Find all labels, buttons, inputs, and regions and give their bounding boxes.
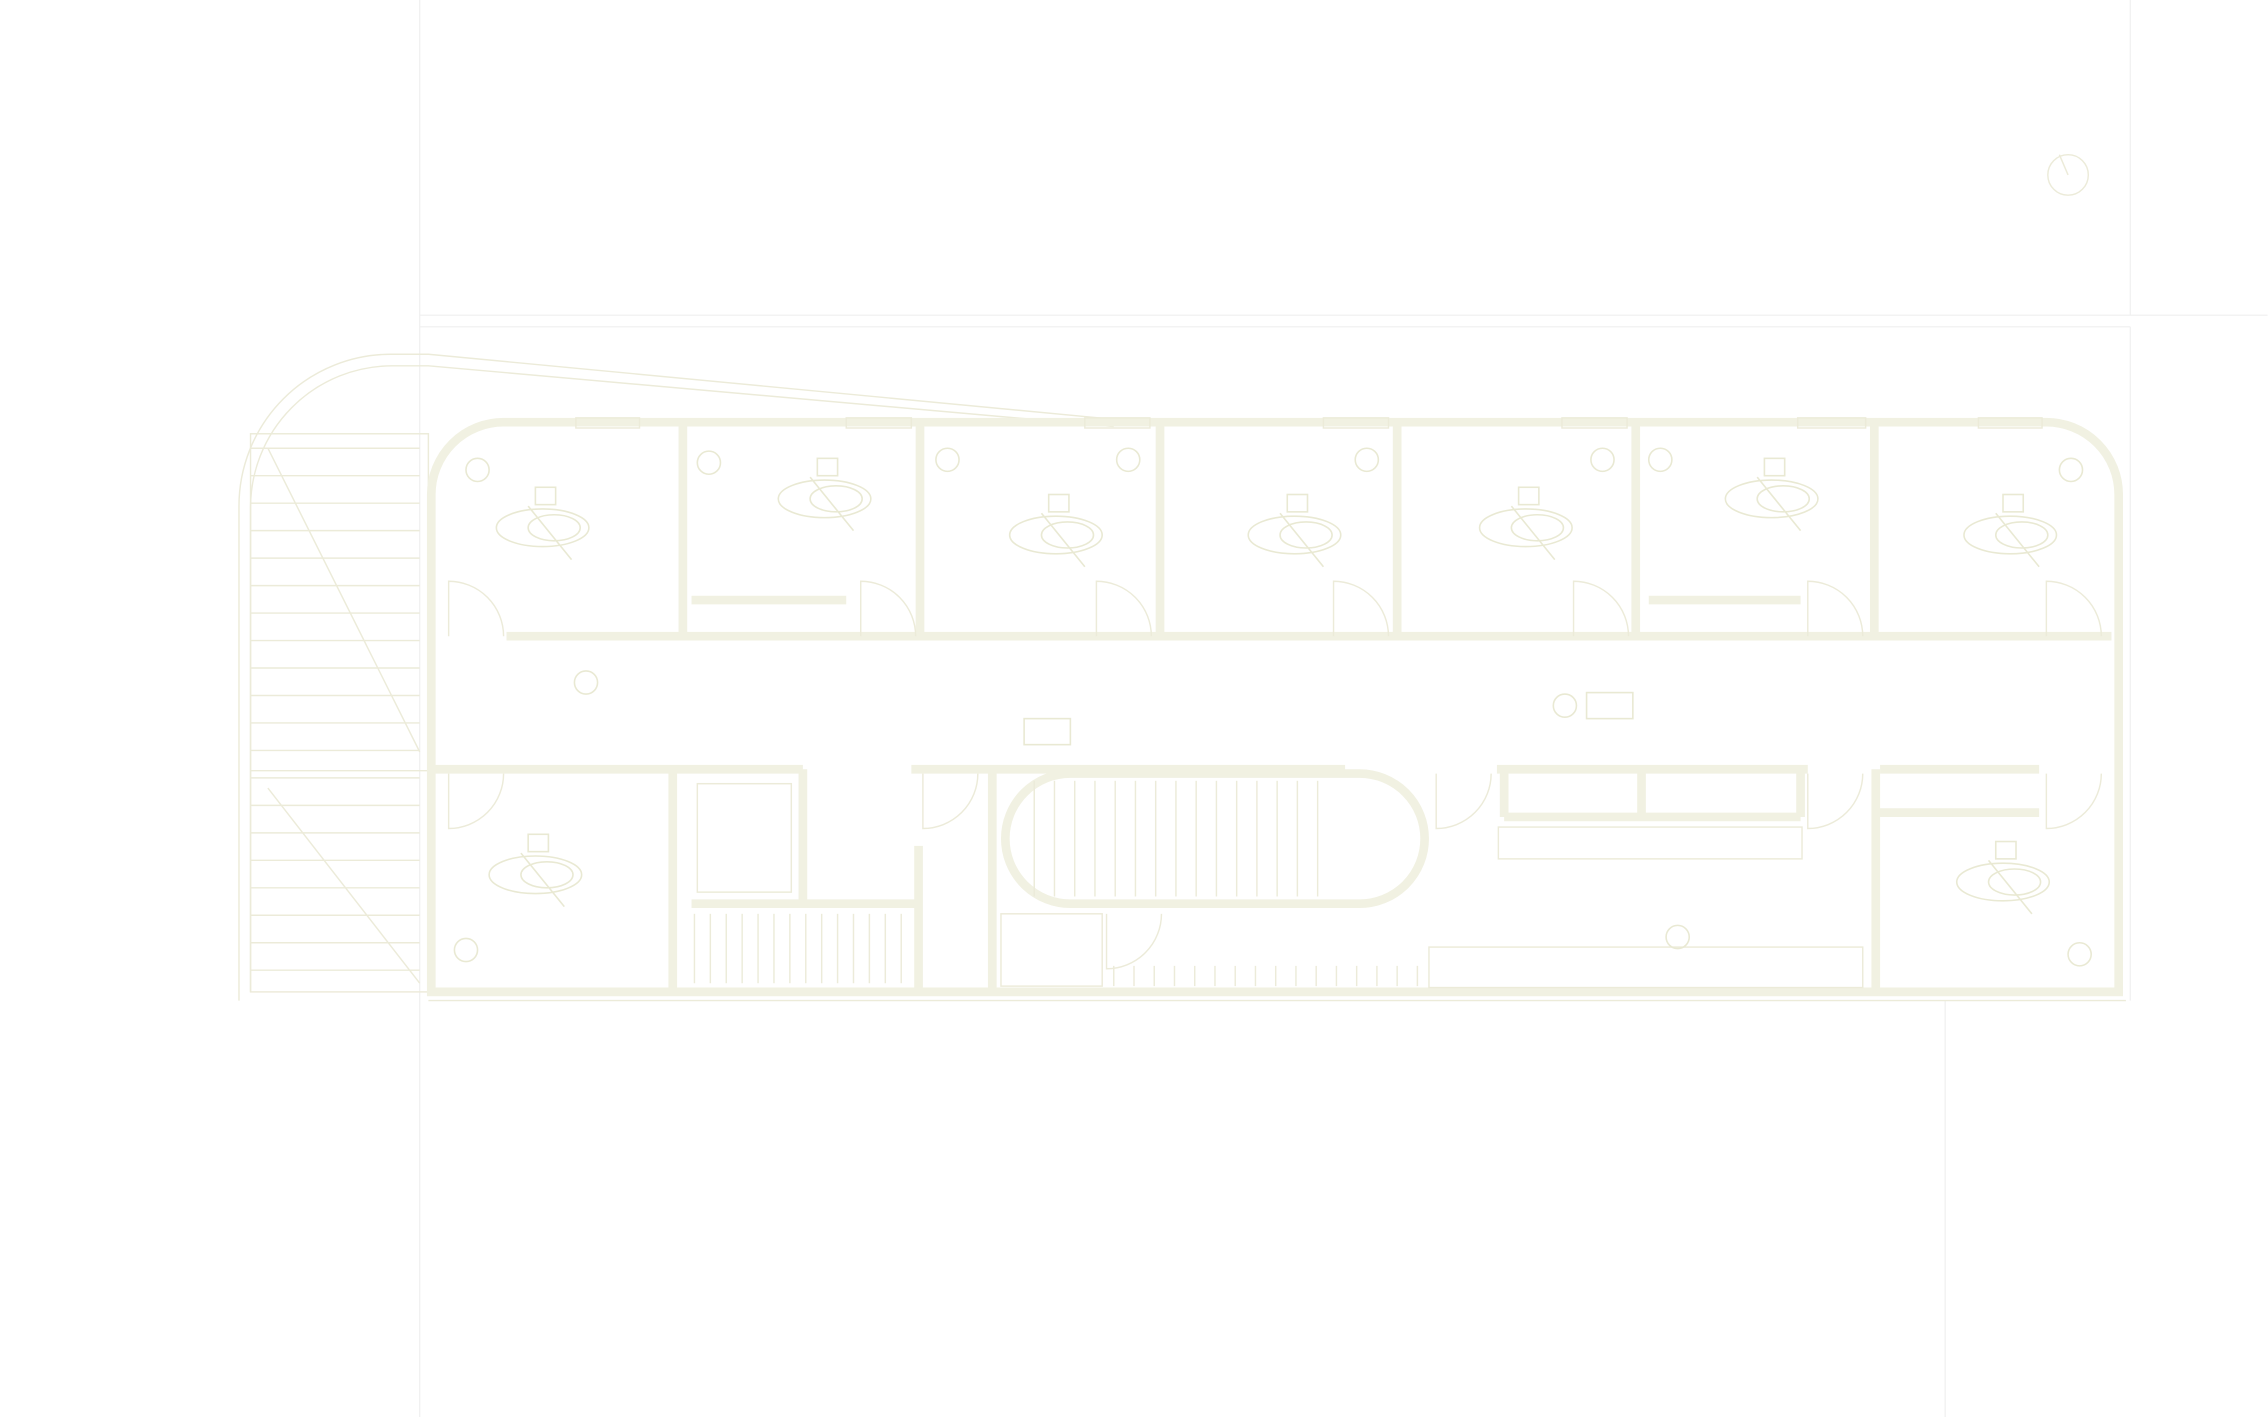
window [1084, 417, 1151, 429]
dental-chair-icon [534, 486, 557, 506]
staircase-icon [238, 353, 1114, 1001]
dental-chair-icon [1008, 515, 1103, 555]
dental-chair-icon [1510, 505, 1556, 561]
central-staircase [693, 769, 1429, 987]
exterior-walls [426, 417, 2126, 1002]
door-swing-icon [1105, 913, 1163, 970]
stool-icon [2058, 457, 2084, 483]
grid-lines [419, 0, 2268, 1417]
dental-chair-icon [1040, 521, 1095, 549]
door-swing-icon [1095, 580, 1153, 637]
dental-chair-icon [1279, 521, 1333, 549]
window [1796, 417, 1867, 429]
dental-chair-icon [1994, 840, 2017, 860]
dental-chair-icon [520, 852, 565, 908]
window [575, 417, 641, 429]
door-swing-icon [859, 580, 917, 637]
door-swing-icon [2045, 773, 2103, 830]
furniture [453, 447, 2092, 967]
door-swing-icon [1435, 773, 1492, 830]
dental-chair-icon [2002, 493, 2025, 513]
stool-icon [1552, 693, 1578, 718]
dental-chair-icon [1995, 512, 2040, 568]
stool-icon [453, 937, 479, 963]
dental-chair-icon [1478, 508, 1573, 548]
door-swing-icon [447, 580, 505, 637]
stool-icon [465, 457, 490, 483]
stool-icon [1647, 447, 1673, 473]
door-swing-icon [1807, 773, 1864, 830]
cart-icon [1023, 717, 1072, 746]
dental-chair-icon [488, 855, 583, 895]
dental-chair-icon [1724, 479, 1819, 519]
window [1561, 417, 1628, 429]
dental-chair-icon [1763, 457, 1786, 477]
stool-icon [1665, 924, 1691, 950]
dental-chair-icon [809, 476, 855, 532]
door-swing-icon [447, 773, 505, 830]
dental-chair-icon [1040, 512, 1086, 568]
dental-chair-icon [1987, 868, 2042, 896]
dental-chair-icon [527, 833, 550, 853]
window [845, 417, 913, 429]
dental-chair-icon [495, 508, 590, 548]
dental-chair-icon [809, 485, 863, 513]
cart-icon [1585, 691, 1634, 720]
door-swing-icon [1572, 580, 1630, 637]
dental-chair-icon [1987, 859, 2033, 915]
dental-chair-icon [527, 513, 582, 542]
door-swing-icon [447, 580, 2103, 970]
stool-icon [1590, 447, 1615, 473]
dental-chair-icon [1994, 521, 2049, 549]
door-swing-icon [922, 773, 979, 830]
dental-chair-icon [1955, 862, 2051, 902]
windows [575, 417, 2043, 429]
window [1977, 417, 2043, 429]
dental-chair-icon [1510, 513, 1565, 542]
stool-icon [935, 447, 960, 473]
door-swing-icon [1332, 580, 1390, 637]
dental-chair-icon [1279, 512, 1325, 568]
dental-chair-icon [777, 479, 872, 519]
stool-icon [1354, 447, 1380, 473]
stool-icon [696, 450, 722, 476]
dental-chair-icon [1047, 493, 1070, 513]
dental-chair-icon [1963, 515, 2058, 555]
stool-icon [573, 670, 599, 695]
dental-chair-icon [1517, 486, 1540, 506]
dental-chair-icon [1756, 476, 1802, 532]
stool-icon [1115, 447, 1141, 473]
north-arrow-icon [2047, 153, 2090, 196]
door-swing-icon [1807, 580, 1864, 637]
dental-chair-icon [527, 505, 573, 561]
dental-chair-icon [816, 457, 839, 477]
dental-chair-icon [1286, 493, 1309, 513]
window [1322, 417, 1390, 429]
door-swing-icon [2045, 580, 2103, 637]
dental-chair-icon [1247, 515, 1342, 555]
stool-icon [2067, 941, 2092, 967]
dental-chair-icon [1756, 485, 1811, 513]
dental-chair-icon [520, 860, 574, 889]
